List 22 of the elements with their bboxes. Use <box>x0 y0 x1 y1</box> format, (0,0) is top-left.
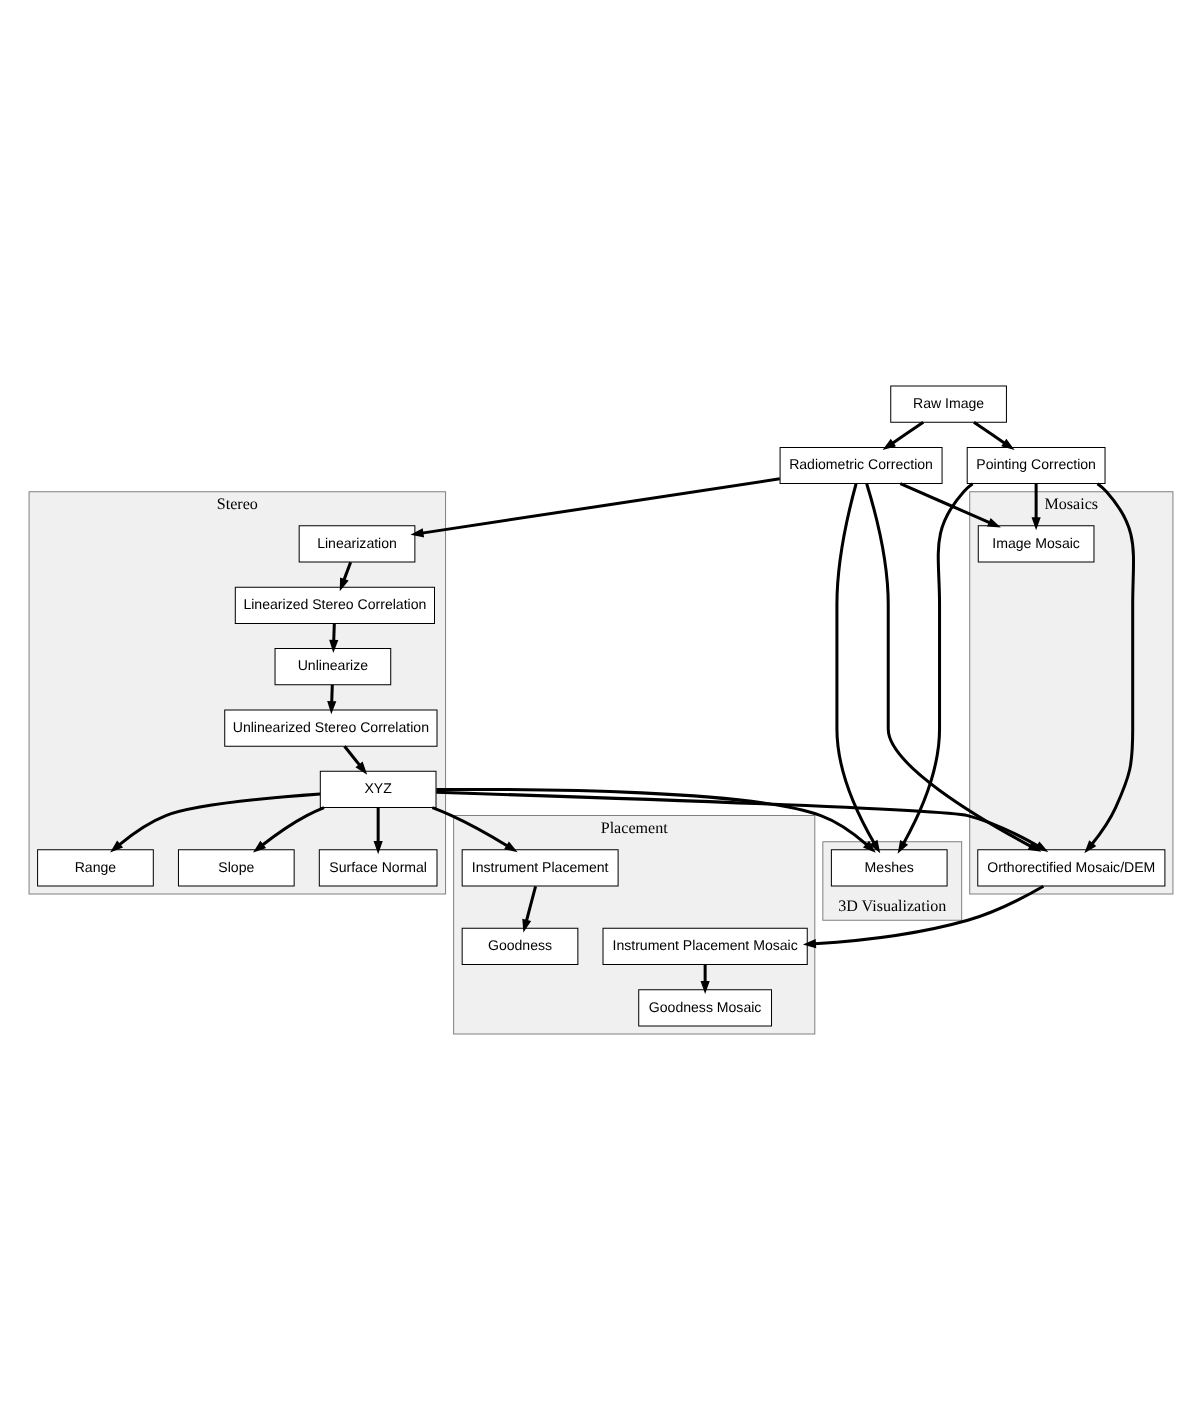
arrow <box>431 805 518 852</box>
arrow <box>252 805 325 852</box>
arrow <box>882 420 925 449</box>
arrow <box>1031 482 1041 530</box>
arrow <box>343 744 368 774</box>
arrow <box>410 476 781 537</box>
arrow <box>899 481 1001 527</box>
arrow <box>522 884 538 932</box>
arrow <box>973 420 1015 449</box>
arrow <box>897 481 974 853</box>
arrow <box>1084 481 1136 853</box>
arrow <box>802 883 1045 948</box>
arrow <box>700 963 710 993</box>
arrow <box>339 560 353 591</box>
arrow <box>436 789 1049 851</box>
arrow <box>110 791 321 852</box>
arrow <box>329 622 339 652</box>
arrow <box>327 683 337 714</box>
arrow <box>436 787 876 852</box>
arrow <box>835 482 881 853</box>
arrow <box>865 482 1042 851</box>
arrow <box>373 806 383 854</box>
